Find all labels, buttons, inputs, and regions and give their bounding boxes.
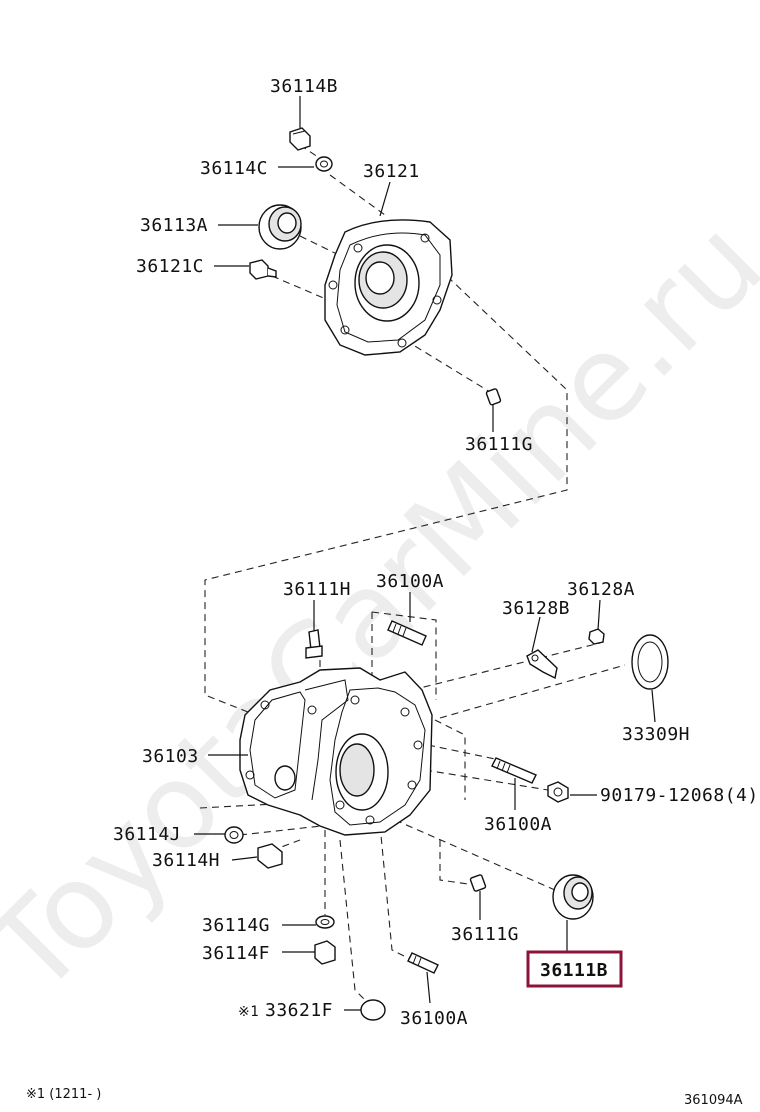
label-36113A: 36113A [140, 215, 208, 236]
label-36103: 36103 [142, 746, 199, 767]
highlight-box[interactable] [526, 950, 623, 988]
figure-code: 361094A [684, 1093, 743, 1108]
stud-36100A-top [387, 620, 427, 646]
washer-36114G [315, 915, 335, 929]
bracket-36128B [526, 649, 558, 680]
label-33309H: 33309H [622, 724, 690, 745]
sensor-36111H [305, 629, 323, 659]
pin-36111G-top [485, 388, 502, 406]
leader-lines [194, 96, 656, 1011]
plug-36114F [314, 940, 336, 965]
bolt-36121C [249, 259, 277, 280]
bolt-36128A [588, 628, 605, 645]
label-33621F-mark: ※1 [238, 1004, 259, 1020]
seal-36113A [258, 204, 302, 250]
label-36128A: 36128A [567, 579, 635, 600]
transfer-case [239, 667, 433, 836]
o-ring-33621F [360, 999, 386, 1021]
label-36128B: 36128B [502, 598, 570, 619]
label-36111H: 36111H [283, 579, 351, 600]
plug-36114H [257, 843, 283, 869]
label-36111B[interactable]: 36111B [540, 960, 608, 981]
assembly-dash-lines [199, 144, 626, 1006]
label-36114B: 36114B [270, 76, 338, 97]
label-36114F: 36114F [202, 943, 270, 964]
label-36100A-bottom: 36100A [400, 1008, 468, 1029]
upper-housing [324, 219, 453, 356]
label-33621F: 33621F [265, 1000, 333, 1021]
label-36114H: 36114H [152, 850, 220, 871]
pin-36111G-bottom [469, 874, 487, 892]
nut-90179-12068 [547, 781, 569, 803]
label-36114C: 36114C [200, 158, 268, 179]
seal-36111B [552, 874, 594, 920]
gasket-33309H [631, 634, 669, 690]
part-labels: 36114B 36114C 36121 36113A 36121C 36111G… [113, 76, 759, 1029]
label-90179-12068: 90179-12068(4) [600, 785, 759, 806]
label-36121C: 36121C [136, 256, 204, 277]
label-36121: 36121 [363, 161, 420, 182]
label-36100A-top: 36100A [376, 571, 444, 592]
washer-36114J [224, 826, 244, 844]
label-36111G-top: 36111G [465, 434, 533, 455]
stud-36100A-mid [491, 757, 537, 784]
label-36100A-mid: 36100A [484, 814, 552, 835]
label-36114G: 36114G [202, 915, 270, 936]
footnote: ※1 (1211- ) [26, 1087, 101, 1102]
highlighted-part-36111B[interactable]: 36111B [526, 950, 623, 988]
label-36114J: 36114J [113, 824, 181, 845]
label-36111G-bottom: 36111G [451, 924, 519, 945]
stud-36100A-bottom [407, 952, 439, 974]
washer-36114C [315, 156, 333, 172]
plug-36114B [289, 127, 311, 151]
